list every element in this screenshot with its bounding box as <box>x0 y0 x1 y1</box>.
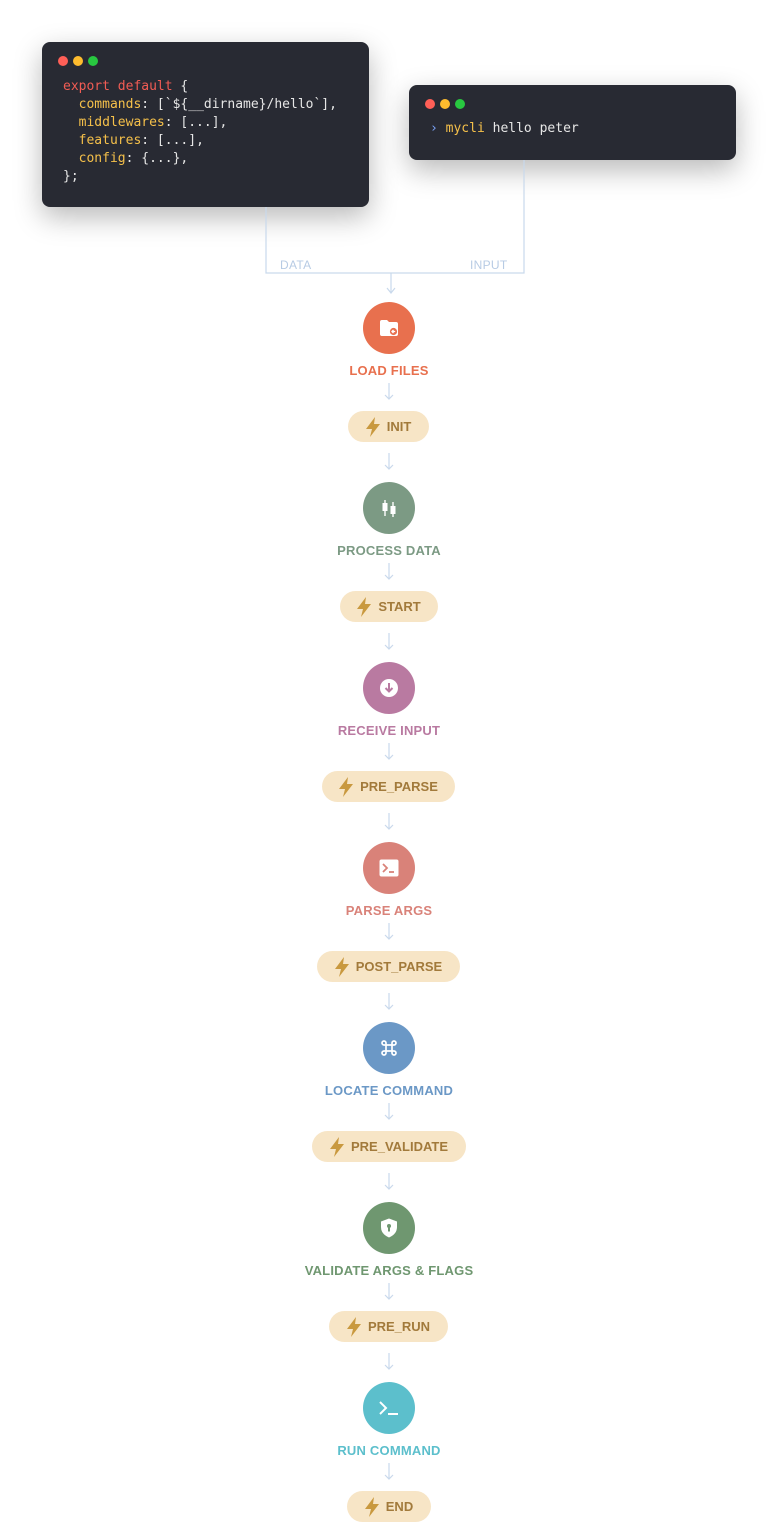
step-validate-args-flags: VALIDATE ARGS & FLAGS <box>0 1202 778 1278</box>
folder-import-icon <box>379 319 399 337</box>
maximize-dot <box>455 99 465 109</box>
hook-label: END <box>385 1499 414 1514</box>
step-label: LOCATE COMMAND <box>324 1083 454 1098</box>
window-controls <box>425 96 470 114</box>
step-label: PARSE ARGS <box>345 903 433 918</box>
hook-label: PRE_RUN <box>367 1319 431 1334</box>
step-circle <box>363 1022 415 1074</box>
step-receive-input: RECEIVE INPUT <box>0 662 778 738</box>
hook-label: PRE_PARSE <box>360 779 438 794</box>
close-dot <box>58 56 68 66</box>
command-key-icon <box>379 1038 399 1058</box>
step-label: LOAD FILES <box>349 363 429 378</box>
step-label: RUN COMMAND <box>337 1443 441 1458</box>
terminal-command-line: › mycli hello peter <box>430 121 579 136</box>
step-circle <box>363 302 415 354</box>
hook-label: PRE_VALIDATE <box>350 1139 449 1154</box>
maximize-dot <box>88 56 98 66</box>
hook-label: POST_PARSE <box>355 959 443 974</box>
lightning-icon <box>346 1316 361 1337</box>
flow-arrow <box>384 1103 394 1120</box>
code-window: export default { commands: [`${__dirname… <box>42 42 369 207</box>
window-controls <box>58 53 103 71</box>
flow-arrow <box>384 1353 394 1370</box>
hook-pre-run: PRE_RUN <box>329 1311 448 1342</box>
step-load-files: LOAD FILES <box>0 302 778 378</box>
code-line: export default { <box>63 79 189 94</box>
data-input-connector <box>265 160 525 294</box>
input-label: INPUT <box>470 258 508 272</box>
terminal-box-icon <box>379 859 399 877</box>
flow-arrow <box>384 633 394 650</box>
terminal-prompt-icon <box>378 1399 400 1417</box>
arrow-down-circle-icon <box>379 678 399 698</box>
flow-arrow <box>384 743 394 760</box>
terminal-window: › mycli hello peter <box>409 85 736 160</box>
minimize-dot <box>73 56 83 66</box>
hook-pre-parse: PRE_PARSE <box>322 771 455 802</box>
step-circle <box>363 842 415 894</box>
step-label: VALIDATE ARGS & FLAGS <box>304 1263 474 1278</box>
shield-lock-icon <box>380 1218 398 1238</box>
code-line: config: {...}, <box>63 151 189 166</box>
data-label: DATA <box>280 258 312 272</box>
flow-arrow <box>384 993 394 1010</box>
step-label: PROCESS DATA <box>337 543 441 558</box>
hook-init: INIT <box>348 411 429 442</box>
lightning-icon <box>365 416 380 437</box>
step-circle <box>363 482 415 534</box>
cli-args: hello peter <box>484 121 579 136</box>
hook-start: START <box>340 591 438 622</box>
code-snippet: export default { commands: [`${__dirname… <box>63 78 337 186</box>
flow-arrow <box>384 923 394 940</box>
step-parse-args: PARSE ARGS <box>0 842 778 918</box>
flow-arrow <box>384 383 394 400</box>
hook-label: INIT <box>386 419 412 434</box>
hook-end: END <box>347 1491 431 1522</box>
step-circle <box>363 1202 415 1254</box>
minimize-dot <box>440 99 450 109</box>
lightning-icon <box>364 1496 379 1517</box>
flow-arrow <box>384 1173 394 1190</box>
lightning-icon <box>334 956 349 977</box>
code-line: commands: [`${__dirname}/hello`], <box>63 97 337 112</box>
hook-label: START <box>378 599 421 614</box>
step-label: RECEIVE INPUT <box>337 723 441 738</box>
cli-name: mycli <box>445 121 485 136</box>
step-locate-command: LOCATE COMMAND <box>0 1022 778 1098</box>
step-run-command: RUN COMMAND <box>0 1382 778 1458</box>
step-circle <box>363 1382 415 1434</box>
flow-arrow <box>384 563 394 580</box>
flow-arrow <box>384 813 394 830</box>
hook-post-parse: POST_PARSE <box>317 951 460 982</box>
code-line: middlewares: [...], <box>63 115 228 130</box>
code-line: features: [...], <box>63 133 204 148</box>
lightning-icon <box>357 596 372 617</box>
prompt-chevron-icon: › <box>430 121 438 136</box>
step-circle <box>363 662 415 714</box>
lightning-icon <box>339 776 354 797</box>
code-line: }; <box>63 169 79 184</box>
candlestick-icon <box>379 498 399 518</box>
step-process-data: PROCESS DATA <box>0 482 778 558</box>
hook-pre-validate: PRE_VALIDATE <box>312 1131 466 1162</box>
flow-arrow <box>384 1283 394 1300</box>
close-dot <box>425 99 435 109</box>
flow-arrow <box>384 1463 394 1480</box>
lightning-icon <box>329 1136 344 1157</box>
flow-arrow <box>384 453 394 470</box>
